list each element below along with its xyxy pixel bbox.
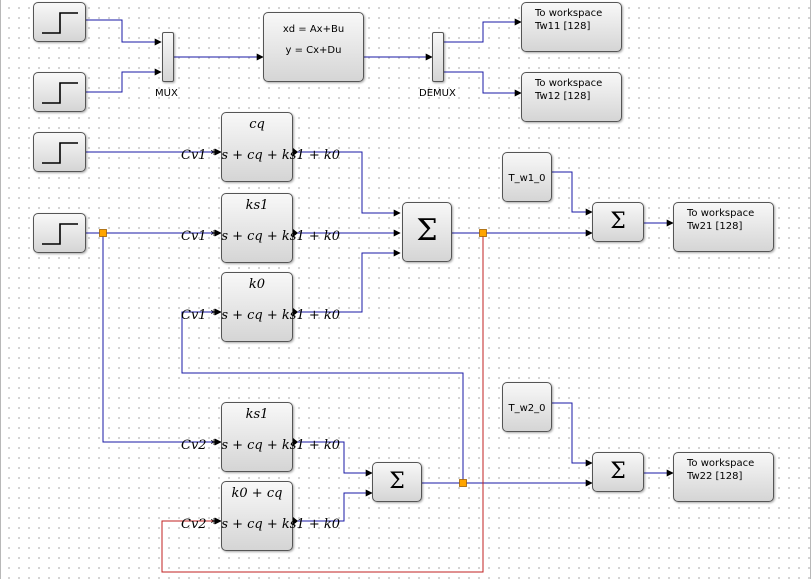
sum-block-3[interactable]: Σ [592,202,644,242]
wire-step2-mux [86,68,162,93]
demux-block[interactable] [432,32,444,82]
mux-label: MUX [155,88,178,99]
tf-numerator: k0 [248,277,266,292]
sum-block-1[interactable]: Σ [402,202,452,262]
input-block-t-w2-0[interactable]: T_w2_0 [502,382,552,432]
to-workspace-tw12[interactable]: To workspace Tw12 [128] [521,72,622,122]
to-workspace-tw22[interactable]: To workspace Tw22 [128] [673,452,774,502]
to-workspace-tw11[interactable]: To workspace Tw11 [128] [521,2,622,52]
tf-denominator: Cv1 * s + cq + ks1 + k0 [181,308,341,323]
input-label: T_w1_0 [508,173,546,184]
ws-title: To workspace [535,8,603,19]
input-block-t-w1-0[interactable]: T_w1_0 [502,152,552,202]
ws-title: To workspace [687,208,755,219]
statespace-line2: y = Cx+Du [285,45,342,56]
to-workspace-tw21[interactable]: To workspace Tw21 [128] [673,202,774,252]
wire-tw1-sum3 [552,171,593,216]
tf-denominator: Cv1 * s + cq + ks1 + k0 [181,229,341,244]
ws-var: Tw12 [128] [535,91,591,102]
split-point [99,229,107,237]
tf-numerator: cq [249,117,265,132]
ws-var: Tw11 [128] [535,21,591,32]
tf-numerator: ks1 [245,407,269,422]
mux-block[interactable] [162,32,174,82]
step-block-3[interactable] [33,132,86,172]
split-point [459,479,467,487]
ws-var: Tw22 [128] [687,471,743,482]
input-label: T_w2_0 [508,403,546,414]
wire-red-feedback [161,233,484,573]
step-icon [42,142,78,164]
wire-split-tf4 [102,233,222,446]
wire-demux-tw11 [444,18,522,43]
step-block-4[interactable] [33,213,86,253]
wire-tf1-sum1 [293,151,401,217]
sum-block-4[interactable]: Σ [592,452,644,492]
step-icon [42,223,78,245]
step-block-2[interactable] [33,72,86,112]
sum-block-2[interactable]: Σ [372,462,422,502]
wire-tf5-sum2 [293,489,373,522]
ws-title: To workspace [687,458,755,469]
sigma-icon: Σ [610,459,626,484]
wire-feedback-tf3 [181,308,464,483]
sigma-icon: Σ [610,209,626,234]
statespace-block[interactable]: xd = Ax+Bu y = Cx+Du [263,12,364,82]
transfer-fn-4[interactable]: ks1 Cv2 * s + cq + ks1 + k0 [181,402,340,472]
transfer-fn-3[interactable]: k0 Cv1 * s + cq + ks1 + k0 [181,272,340,342]
transfer-fn-5[interactable]: k0 + cq Cv2 * s + cq + ks1 + k0 [181,481,340,551]
tf-denominator: Cv1 * s + cq + ks1 + k0 [181,148,341,163]
sigma-icon: Σ [416,213,438,248]
step-block-1[interactable] [33,2,86,42]
demux-label: DEMUX [419,88,456,99]
wire-tf3-sum1 [293,249,401,313]
wire-step1-mux [86,19,162,46]
wire-tw2-sum4 [552,402,593,467]
tf-denominator: Cv2 * s + cq + ks1 + k0 [181,438,341,453]
wire-tf4-sum2 [293,441,373,477]
ws-var: Tw21 [128] [687,221,743,232]
sigma-icon: Σ [389,469,405,494]
statespace-line1: xd = Ax+Bu [282,24,345,35]
wire-demux-tw12 [444,71,522,97]
step-icon [42,12,78,34]
ws-title: To workspace [535,78,603,89]
transfer-fn-1[interactable]: cq Cv1 * s + cq + ks1 + k0 [181,112,340,182]
split-point [479,229,487,237]
tf-numerator: ks1 [245,198,269,213]
tf-denominator: Cv2 * s + cq + ks1 + k0 [181,517,341,532]
step-icon [42,82,78,104]
tf-numerator: k0 + cq [231,486,283,501]
transfer-fn-2[interactable]: ks1 Cv1 * s + cq + ks1 + k0 [181,193,340,263]
